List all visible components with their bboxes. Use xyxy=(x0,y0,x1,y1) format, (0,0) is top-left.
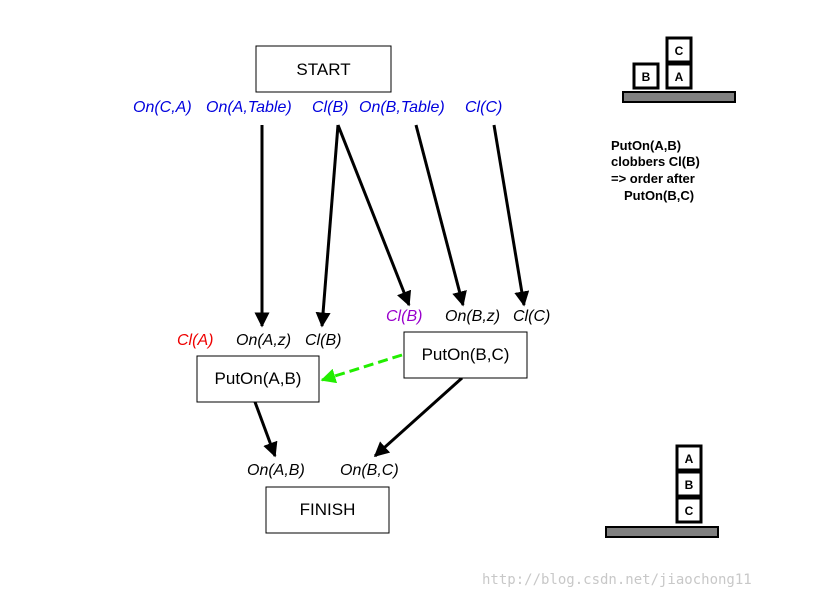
finish-label: FINISH xyxy=(300,500,356,519)
goal-state: A B C xyxy=(605,444,719,538)
link-putonbc-to-finish xyxy=(373,376,464,458)
link-start-to-putonbc-cl xyxy=(336,124,412,307)
pre-on-b-c: On(B,C) xyxy=(340,462,399,479)
pre-cl-c: Cl(C) xyxy=(513,308,550,325)
watermark: http://blog.csdn.net/jiaochong11 xyxy=(482,572,752,588)
effect-on-b-table: On(B,Table) xyxy=(359,99,445,116)
note-line-2: clobbers Cl(B) xyxy=(611,154,700,169)
putonbc-preconditions: Cl(B) On(B,z) Cl(C) xyxy=(386,308,550,325)
svg-text:A: A xyxy=(675,70,684,84)
putonbc-node: PutOn(B,C) xyxy=(403,331,528,379)
pre-on-a-b: On(A,B) xyxy=(247,462,305,479)
block-c-goal: C xyxy=(675,496,703,524)
block-c-initial: C xyxy=(665,36,693,64)
putonab-label: PutOn(A,B) xyxy=(215,369,302,388)
pre-cl-a: Cl(A) xyxy=(177,332,213,349)
svg-text:C: C xyxy=(675,44,684,58)
note-line-3: => order after xyxy=(611,171,695,186)
start-label: START xyxy=(296,60,350,79)
svg-text:A: A xyxy=(685,452,694,466)
pre-cl-b-ab: Cl(B) xyxy=(305,332,341,349)
note-line-1: PutOn(A,B) xyxy=(611,138,681,153)
causal-links xyxy=(253,124,530,458)
table-top xyxy=(622,91,736,103)
effect-on-a-table: On(A,Table) xyxy=(206,99,292,116)
pre-on-a-z: On(A,z) xyxy=(236,332,291,349)
link-start-to-putonbc-on xyxy=(414,124,467,307)
link-start-to-putonab-cl xyxy=(315,124,340,328)
effect-on-c-a: On(C,A) xyxy=(133,99,192,116)
effect-cl-b: Cl(B) xyxy=(312,99,348,116)
table-bottom xyxy=(605,526,719,538)
pre-cl-b-bc: Cl(B) xyxy=(386,308,422,325)
block-b-goal: B xyxy=(675,470,703,498)
start-node: START xyxy=(255,45,392,93)
initial-state: B C A xyxy=(622,36,736,103)
svg-text:B: B xyxy=(642,70,651,84)
putonab-node: PutOn(A,B) xyxy=(196,355,320,403)
putonbc-label: PutOn(B,C) xyxy=(422,345,510,364)
start-effects: On(C,A) On(A,Table) Cl(B) On(B,Table) Cl… xyxy=(133,99,502,116)
finish-node: FINISH xyxy=(265,486,390,534)
svg-text:C: C xyxy=(685,504,694,518)
finish-preconditions: On(A,B) On(B,C) xyxy=(247,462,399,479)
ordering-link xyxy=(320,353,403,384)
block-a-initial: A xyxy=(665,62,693,90)
svg-text:B: B xyxy=(685,478,694,492)
note-line-4: PutOn(B,C) xyxy=(624,188,694,203)
link-putonab-to-finish xyxy=(253,401,278,458)
effect-cl-c: Cl(C) xyxy=(465,99,502,116)
block-b-initial: B xyxy=(632,62,660,90)
putonab-preconditions: Cl(A) On(A,z) Cl(B) xyxy=(177,332,341,349)
pre-on-b-z: On(B,z) xyxy=(445,308,500,325)
clobber-note: PutOn(A,B) clobbers Cl(B) => order after… xyxy=(611,138,700,203)
block-a-goal: A xyxy=(675,444,703,472)
link-start-to-putonbc-clc xyxy=(492,124,530,307)
